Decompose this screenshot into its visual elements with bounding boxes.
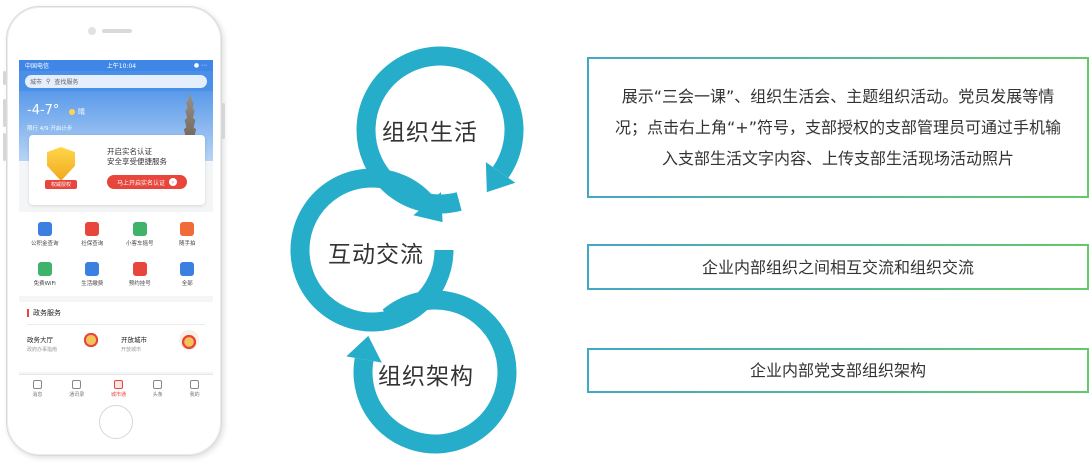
search-input[interactable]: 城市 ⚲ 查找服务 bbox=[25, 74, 207, 88]
government-services-section: 政务服务 政务大厅 政府办事指南 开放城市 开放城市 bbox=[19, 302, 213, 372]
auth-title: 开启实名认证 安全享受便捷服务 bbox=[107, 147, 167, 167]
service-icon bbox=[37, 261, 52, 276]
tab-item[interactable]: 我的 bbox=[189, 379, 200, 398]
tab-item[interactable]: 城市通 bbox=[110, 379, 126, 398]
description-text: 展示“三会一课”、组织生活会、主题组织活动。党员发展等情况；点击右上角“+”符号… bbox=[615, 87, 1061, 168]
search-row: 城市 ⚲ 查找服务 bbox=[19, 71, 213, 91]
service-icon bbox=[180, 221, 195, 236]
service-label: 随手拍 bbox=[178, 240, 196, 247]
city-selector[interactable]: 城市 bbox=[30, 78, 43, 86]
service-icon bbox=[180, 261, 195, 276]
service-gov-hall[interactable]: 政务大厅 政府办事指南 bbox=[27, 334, 57, 353]
service-icon bbox=[132, 261, 147, 276]
power-button bbox=[222, 103, 225, 139]
flow-ring-organization-life-arrow-icon bbox=[485, 162, 516, 193]
tab-label: 通讯录 bbox=[69, 391, 85, 398]
flow-ring-organization-structure-arrow-icon bbox=[346, 335, 382, 363]
search-placeholder: 查找服务 bbox=[54, 78, 79, 86]
service-grid-item[interactable]: 全部 bbox=[164, 254, 212, 294]
tab-icon bbox=[113, 379, 123, 389]
status-time: 上午10:04 bbox=[106, 63, 137, 70]
volume-up-button bbox=[3, 99, 6, 127]
open-city-illustration bbox=[179, 330, 199, 350]
sun-icon bbox=[69, 109, 75, 115]
description-box-organization-life: 展示“三会一课”、组织生活会、主题组织活动。党员发展等情况；点击右上角“+”符号… bbox=[587, 57, 1089, 198]
service-grid-item[interactable]: 社保查询 bbox=[69, 214, 117, 254]
service-name: 政务大厅 bbox=[27, 336, 53, 344]
tab-bar: 消息 通讯录 城市通 头条 我的 bbox=[19, 374, 213, 402]
auth-badge: 权威授权 bbox=[45, 180, 77, 189]
front-camera bbox=[88, 27, 96, 35]
tab-item[interactable]: 通讯录 bbox=[69, 379, 85, 398]
flow-ring-interaction-arrow-icon bbox=[413, 192, 443, 223]
temperature: -4-7° bbox=[27, 103, 60, 118]
carrier-label: 中国电信 bbox=[25, 63, 50, 70]
earpiece-speaker bbox=[102, 29, 132, 33]
tab-label: 城市通 bbox=[110, 391, 126, 398]
tab-label: 头条 bbox=[152, 391, 163, 398]
section-title: 政务服务 bbox=[27, 309, 61, 317]
chevron-right-icon: › bbox=[169, 178, 177, 186]
real-name-auth-card[interactable]: 权威授权 开启实名认证 安全享受便捷服务 马上开启实名认证 › bbox=[29, 135, 205, 205]
service-icon bbox=[85, 261, 100, 276]
service-icon bbox=[37, 221, 52, 236]
tab-icon bbox=[153, 379, 163, 389]
status-bar: 中国电信 上午10:04 ● ⋯ bbox=[19, 60, 213, 71]
mute-switch bbox=[3, 71, 6, 85]
service-icon bbox=[132, 221, 147, 236]
service-label: 预约挂号 bbox=[128, 280, 151, 287]
service-grid-item[interactable]: 生活缴费 bbox=[69, 254, 117, 294]
phone-mockup: 中国电信 上午10:04 ● ⋯ 城市 ⚲ 查找服务 -4-7° 晴 限行 4/… bbox=[3, 6, 225, 456]
start-auth-label: 马上开启实名认证 bbox=[116, 179, 165, 187]
shield-icon bbox=[47, 147, 75, 181]
service-subtitle: 政府办事指南 bbox=[27, 347, 58, 353]
search-icon: ⚲ bbox=[46, 77, 51, 85]
auth-title-line-2: 安全享受便捷服务 bbox=[107, 157, 167, 166]
tab-item[interactable]: 头条 bbox=[152, 379, 163, 398]
tab-icon bbox=[32, 379, 42, 389]
weather-status: 晴 bbox=[69, 107, 85, 117]
phone-screen: 中国电信 上午10:04 ● ⋯ 城市 ⚲ 查找服务 -4-7° 晴 限行 4/… bbox=[19, 60, 213, 402]
divider bbox=[27, 324, 205, 325]
description-text: 企业内部党支部组织架构 bbox=[749, 361, 926, 380]
service-grid-item[interactable]: 小客车摇号 bbox=[116, 214, 164, 254]
service-grid-item[interactable]: 预约挂号 bbox=[116, 254, 164, 294]
traffic-limit: 限行 4/9 开启计步 bbox=[27, 126, 73, 132]
description-box-organization-structure: 企业内部党支部组织架构 bbox=[587, 348, 1089, 393]
gov-hall-illustration bbox=[81, 330, 101, 350]
tab-label: 消息 bbox=[32, 391, 43, 398]
home-button[interactable] bbox=[99, 405, 133, 439]
service-label: 生活缴费 bbox=[81, 280, 104, 287]
service-label: 公积金查询 bbox=[30, 240, 59, 247]
start-auth-button[interactable]: 马上开启实名认证 › bbox=[107, 175, 187, 189]
auth-title-line-1: 开启实名认证 bbox=[107, 147, 152, 156]
tab-icon bbox=[72, 379, 82, 389]
service-label: 全部 bbox=[181, 280, 193, 287]
service-grid: 公积金查询 社保查询 小客车摇号 随手拍免费WiFi 生活缴费 预约挂号 全部 bbox=[19, 212, 213, 296]
step-label-interaction: 互动交流 bbox=[328, 242, 424, 268]
service-grid-item[interactable]: 公积金查询 bbox=[21, 214, 69, 254]
weather-label: 晴 bbox=[78, 108, 85, 116]
tab-icon bbox=[190, 379, 200, 389]
service-grid-item[interactable]: 免费WiFi bbox=[21, 254, 69, 294]
service-subtitle: 开放城市 bbox=[121, 347, 142, 353]
service-icon bbox=[85, 221, 100, 236]
tab-label: 我的 bbox=[189, 391, 200, 398]
tab-item[interactable]: 消息 bbox=[32, 379, 43, 398]
service-label: 免费WiFi bbox=[33, 280, 56, 287]
step-label-organization-structure: 组织架构 bbox=[378, 364, 474, 390]
step-label-organization-life: 组织生活 bbox=[382, 120, 478, 146]
description-text: 企业内部组织之间相互交流和组织交流 bbox=[701, 257, 974, 277]
status-icons: ● ⋯ bbox=[193, 62, 207, 69]
service-label: 社保查询 bbox=[81, 240, 104, 247]
volume-down-button bbox=[3, 133, 6, 161]
service-open-city[interactable]: 开放城市 开放城市 bbox=[121, 334, 147, 353]
description-box-interaction: 企业内部组织之间相互交流和组织交流 bbox=[587, 244, 1089, 290]
service-name: 开放城市 bbox=[121, 336, 147, 344]
service-grid-item[interactable]: 随手拍 bbox=[164, 214, 212, 254]
service-label: 小客车摇号 bbox=[125, 240, 154, 247]
